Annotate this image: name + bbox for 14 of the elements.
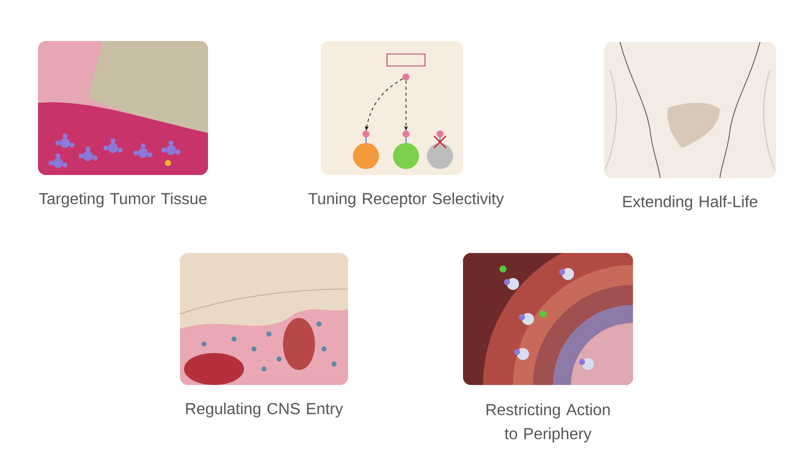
cell bbox=[353, 130, 379, 169]
tumor-tissue-picture bbox=[38, 41, 208, 175]
node-label: Restricting Action to Periphery bbox=[486, 404, 610, 442]
blood-vessel-picture bbox=[463, 253, 633, 385]
node-label: Tuning Receptor Selectivity bbox=[308, 192, 504, 208]
cell bbox=[393, 130, 419, 169]
body-outline-picture bbox=[604, 42, 776, 178]
molecule-dot bbox=[402, 74, 410, 80]
node-label: Extending Half-Life bbox=[623, 196, 758, 210]
node-label: Regulating CNS Entry bbox=[186, 402, 344, 418]
label-box bbox=[386, 54, 426, 66]
cns-tissue-picture bbox=[180, 253, 348, 385]
node-label: Targeting Tumor Tissue bbox=[39, 192, 207, 208]
cell bbox=[427, 130, 453, 169]
